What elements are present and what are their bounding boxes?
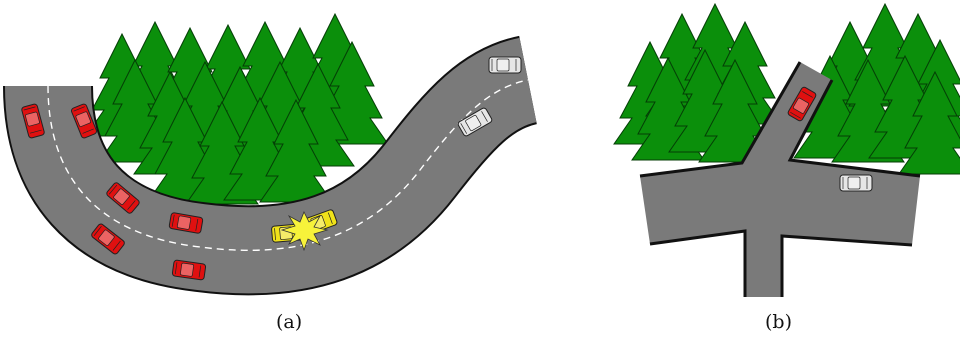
car-icon: [840, 175, 872, 191]
car-icon: [489, 57, 521, 73]
panel-b-junction-scene: [614, 4, 960, 297]
panel-caption-a: (a): [276, 311, 302, 333]
forest-group: [86, 14, 388, 204]
panel-a-curved-road-scene: [21, 14, 528, 280]
panel-caption-b: (b): [765, 311, 792, 333]
